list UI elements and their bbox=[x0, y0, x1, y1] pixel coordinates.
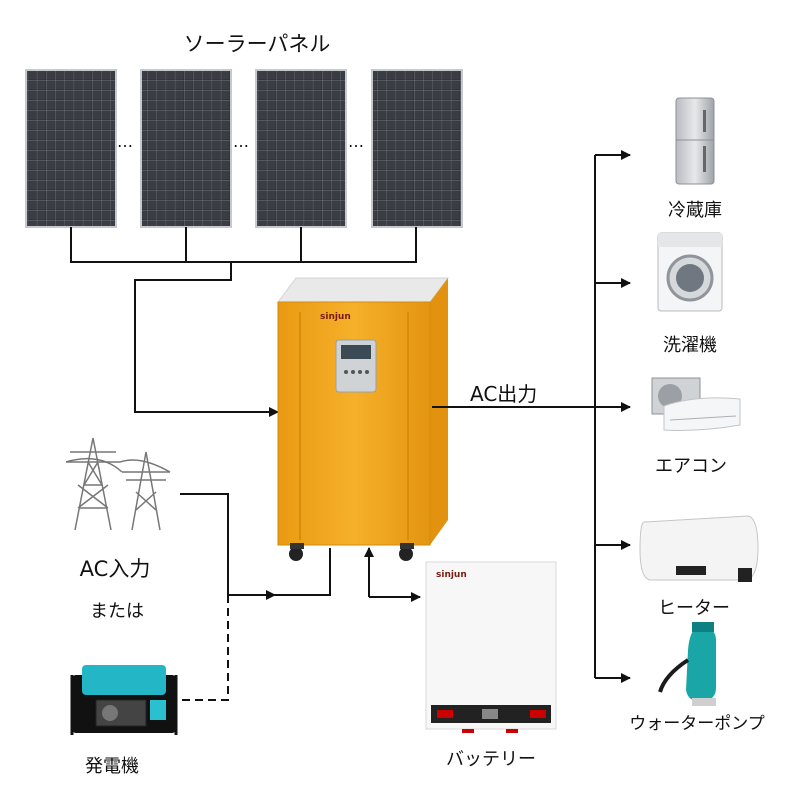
solar-panel-icon bbox=[255, 69, 347, 228]
or-label: または bbox=[90, 601, 144, 622]
battery-icon bbox=[425, 561, 557, 733]
solar-panel-icon bbox=[25, 69, 117, 228]
appliance-label-air-conditioner: エアコン bbox=[655, 456, 727, 477]
panel-gap-marker: … bbox=[233, 132, 249, 151]
appliance-label-water-heater: ヒーター bbox=[658, 598, 730, 619]
washing-machine-icon bbox=[657, 232, 723, 312]
panel-gap-marker: … bbox=[117, 132, 133, 151]
ac-output-label: AC出力 bbox=[470, 382, 538, 406]
power-pylon-icon bbox=[65, 437, 171, 531]
air-conditioner-icon bbox=[651, 377, 741, 431]
ac-input-wiring bbox=[180, 493, 331, 701]
panel-wiring bbox=[70, 227, 417, 417]
water-heater-icon bbox=[639, 515, 759, 582]
brand-logo-battery: sinjun bbox=[436, 570, 467, 580]
inverter-icon bbox=[277, 277, 449, 561]
appliance-label-fridge: 冷蔵庫 bbox=[668, 200, 722, 221]
solar-panel-icon bbox=[371, 69, 463, 228]
appliance-label-water-pump: ウォーターポンプ bbox=[629, 714, 765, 734]
battery-label: バッテリー bbox=[446, 749, 536, 770]
panel-gap-marker: … bbox=[348, 132, 364, 151]
solar-panel-icon bbox=[140, 69, 232, 228]
generator-icon bbox=[70, 665, 178, 735]
solar-panels-label: ソーラーパネル bbox=[183, 32, 331, 56]
appliance-label-washing-machine: 洗濯機 bbox=[663, 335, 717, 356]
brand-logo-inverter: sinjun bbox=[320, 312, 351, 322]
ac-output-wiring bbox=[432, 150, 631, 683]
ac-input-label: AC入力 bbox=[79, 557, 151, 581]
generator-label: 発電機 bbox=[85, 756, 139, 777]
fridge-icon bbox=[675, 97, 715, 185]
battery-wiring bbox=[364, 547, 421, 602]
water-pump-icon bbox=[658, 622, 716, 706]
